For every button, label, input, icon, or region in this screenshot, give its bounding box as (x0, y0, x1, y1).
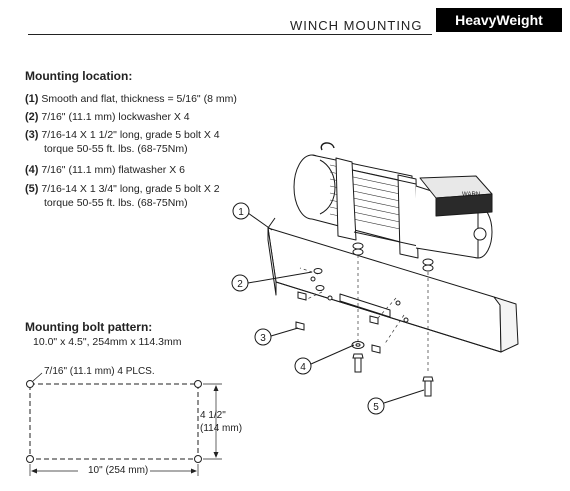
item-number: (5) (25, 183, 39, 195)
winch-mounting-illustration: 1 2 3 4 5 WARN (231, 142, 519, 415)
height-dimension-label-mm: (114 mm) (200, 423, 243, 434)
page-title: WINCH MOUNTING (290, 18, 423, 33)
list-item: (1) Smooth and flat, thickness = 5/16" (… (25, 93, 237, 106)
bolt-pattern-diagram (26, 372, 222, 476)
item-number: (4) (25, 164, 39, 176)
bolt-hole-icon (194, 380, 202, 388)
item-text: 7/16" (11.1 mm) flatwasher X 6 (41, 164, 185, 176)
callout-3-label: 3 (260, 333, 266, 344)
callout-5-label: 5 (373, 402, 379, 413)
bolt-hole-icon (194, 455, 202, 463)
list-item: (5) 7/16-14 X 1 3/4" long, grade 5 bolt … (25, 183, 220, 196)
height-dimension-label: 4 1/2" (200, 410, 226, 421)
list-item: (4) 7/16" (11.1 mm) flatwasher X 6 (25, 164, 185, 177)
callout-4-icon (294, 357, 312, 375)
list-item: (3) 7/16-14 X 1 1/2" long, grade 5 bolt … (25, 129, 220, 142)
mounting-location-heading: Mounting location: (25, 69, 133, 83)
item-text: 7/16-14 X 1 1/2" long, grade 5 bolt X 4 (41, 129, 220, 141)
item-text-continued: torque 50-55 ft. lbs. (68-75Nm) (44, 197, 188, 209)
bolt-pattern-heading: Mounting bolt pattern: (25, 320, 153, 334)
header-rule (28, 34, 432, 35)
callout-1-icon (232, 202, 250, 220)
bolt-pattern-size: 10.0" x 4.5", 254mm x 114.3mm (33, 336, 182, 348)
bolt-hole-icon (26, 380, 34, 388)
list-item: (2) 7/16" (11.1 mm) lockwasher X 4 (25, 111, 190, 124)
winch-brand-label: WARN (462, 192, 480, 198)
callout-2-label: 2 (237, 279, 243, 290)
item-text: Smooth and flat, thickness = 5/16" (8 mm… (41, 93, 237, 105)
item-number: (2) (25, 111, 39, 123)
callout-4-label: 4 (300, 362, 306, 373)
width-dimension-label: 10" (254 mm) (88, 465, 149, 476)
brand-logo: HeavyWeight (436, 8, 562, 32)
item-text: 7/16-14 X 1 3/4" long, grade 5 bolt X 2 (41, 183, 220, 195)
item-number: (3) (25, 129, 39, 141)
callout-3-icon (254, 328, 272, 346)
item-text-continued: torque 50-55 ft. lbs. (68-75Nm) (44, 143, 188, 155)
hole-label: 7/16" (11.1 mm) 4 PLCS. (44, 366, 155, 377)
item-number: (1) (25, 93, 39, 105)
bolt-hole-icon (26, 455, 34, 463)
callout-1-label: 1 (238, 207, 244, 218)
item-text: 7/16" (11.1 mm) lockwasher X 4 (41, 111, 190, 123)
callout-5-icon (367, 397, 385, 415)
callout-2-icon (231, 274, 249, 292)
